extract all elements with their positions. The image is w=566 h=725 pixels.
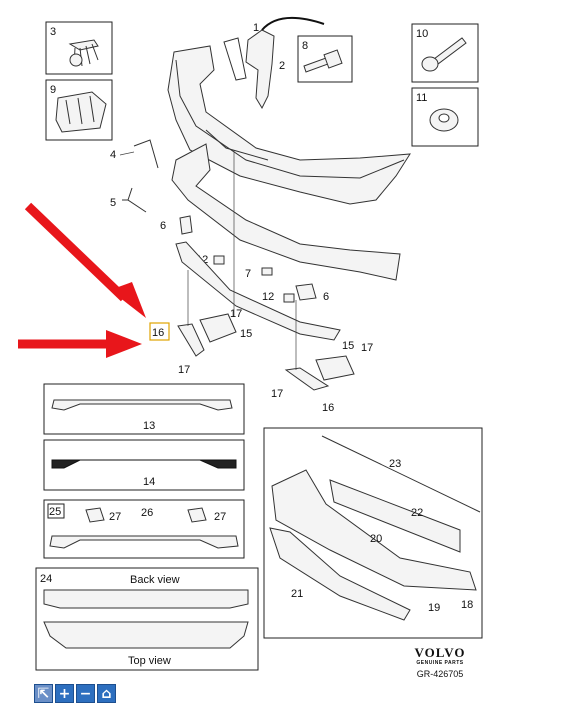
- lower-bumper-panel[interactable]: [171, 143, 401, 281]
- label-14: 14: [143, 476, 155, 488]
- label-24: 24: [40, 573, 52, 585]
- genuine-parts-label: GENUINE PARTS: [416, 660, 464, 666]
- clip-icon: [68, 39, 99, 51]
- label-10: 10: [416, 28, 428, 40]
- label-21: 21: [291, 588, 303, 600]
- inset-bolt-10[interactable]: 10: [411, 23, 479, 83]
- inset-screw-8[interactable]: 8: [297, 35, 353, 83]
- panel-24[interactable]: [35, 567, 259, 671]
- label-3: 3: [50, 26, 56, 38]
- select-tool-button[interactable]: ⇱: [34, 684, 53, 703]
- panel-14[interactable]: [43, 439, 245, 491]
- label-20: 20: [370, 533, 382, 545]
- label-26: 26: [141, 507, 153, 519]
- bracket-16-left[interactable]: [177, 323, 205, 357]
- label-12b: 12: [262, 291, 274, 303]
- reflector-15-left[interactable]: [199, 313, 237, 343]
- bracket-16-right[interactable]: [284, 367, 330, 391]
- label-9: 9: [50, 84, 56, 96]
- label-18: 18: [461, 599, 473, 611]
- label-6b: 6: [323, 291, 329, 303]
- clip-12-right[interactable]: [283, 293, 295, 303]
- label-17c: 17: [361, 342, 373, 354]
- label-16a: 16: [152, 327, 164, 339]
- inset-bracket-9[interactable]: 9: [45, 79, 113, 141]
- strip-5[interactable]: [122, 187, 147, 213]
- zoom-in-button[interactable]: +: [55, 684, 74, 703]
- label-4: 4: [110, 149, 116, 161]
- minus-icon: −: [79, 685, 92, 702]
- label-27b: 27: [214, 511, 226, 523]
- cursor-icon: ⇱: [37, 685, 50, 702]
- home-icon: ⌂: [101, 685, 112, 702]
- inset-washer-11[interactable]: 11: [411, 87, 479, 147]
- bracket-icon: [55, 91, 107, 133]
- bracket-1[interactable]: [223, 16, 325, 110]
- label-6a: 6: [160, 220, 166, 232]
- inset-clip-3[interactable]: 3: [45, 21, 113, 75]
- label-25: 25: [49, 506, 61, 518]
- panel-13[interactable]: [43, 383, 245, 435]
- label-15a: 15: [240, 328, 252, 340]
- plus-icon: +: [58, 685, 71, 702]
- clip-7[interactable]: [261, 267, 273, 276]
- diagram-code: GR-426705: [416, 669, 464, 679]
- label-8: 8: [302, 40, 308, 52]
- reflector-15-right[interactable]: [315, 355, 355, 381]
- label-1: 1: [253, 22, 259, 34]
- arrow-lower: [18, 330, 142, 358]
- label-17a: 17: [230, 308, 242, 320]
- diffuser-strip[interactable]: [175, 241, 341, 341]
- label-11: 11: [416, 92, 427, 104]
- assembly-panel[interactable]: [263, 427, 483, 639]
- label-2: 2: [279, 60, 285, 72]
- label-15b: 15: [342, 340, 354, 352]
- label-16b: 16: [322, 402, 334, 414]
- volvo-logo: VOLVO: [414, 645, 466, 660]
- highlight-box-16[interactable]: [149, 322, 170, 341]
- label-17d: 17: [271, 388, 283, 400]
- label-27a: 27: [109, 511, 121, 523]
- label-17b: 17: [178, 364, 190, 376]
- label-13: 13: [143, 420, 155, 432]
- panel-25[interactable]: [43, 499, 245, 559]
- strip-4[interactable]: [119, 139, 159, 169]
- label-7: 7: [245, 268, 251, 280]
- bumper-cover[interactable]: [167, 45, 411, 205]
- clip-6-left[interactable]: [179, 215, 193, 235]
- zoom-out-button[interactable]: −: [76, 684, 95, 703]
- clip-12-left[interactable]: [213, 255, 225, 265]
- label-23: 23: [389, 458, 401, 470]
- volvo-brand: VOLVO GENUINE PARTS GR-426705: [400, 645, 480, 679]
- arrow-upper: [24, 202, 146, 318]
- label-19: 19: [428, 602, 440, 614]
- label-5: 5: [110, 197, 116, 209]
- clip-6-right[interactable]: [295, 283, 317, 301]
- label-22: 22: [411, 507, 423, 519]
- top-view-label: Top view: [128, 655, 171, 667]
- back-view-label: Back view: [130, 574, 180, 586]
- zoom-toolbar: ⇱ + − ⌂: [34, 684, 116, 703]
- home-button[interactable]: ⌂: [97, 684, 116, 703]
